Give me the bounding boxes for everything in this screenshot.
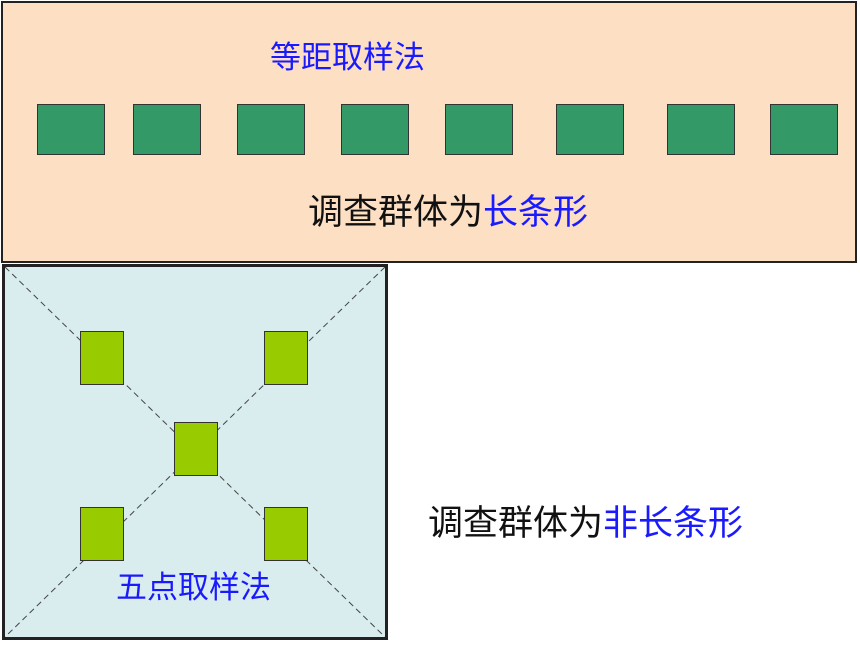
non-long-strip-caption-highlight: 非长条形 — [603, 504, 744, 544]
quadrat-bottom-right — [264, 507, 308, 561]
sample-strip-1 — [37, 104, 105, 155]
non-long-strip-caption: 调查群体为非长条形 — [428, 495, 743, 546]
long-strip-caption: 调查群体为长条形 — [308, 184, 588, 235]
sample-strip-6 — [556, 104, 624, 155]
quadrat-center — [174, 422, 218, 476]
sample-strip-7 — [667, 104, 735, 155]
quadrat-top-right — [264, 331, 308, 385]
sample-strip-3 — [237, 104, 305, 155]
sample-strip-2 — [133, 104, 201, 155]
long-strip-caption-highlight: 长条形 — [483, 193, 589, 233]
sample-strip-8 — [770, 104, 838, 155]
non-long-strip-caption-prefix: 调查群体为 — [428, 504, 604, 544]
quadrat-bottom-left — [80, 507, 124, 561]
quadrat-top-left — [80, 331, 124, 385]
long-strip-caption-prefix: 调查群体为 — [308, 193, 484, 233]
equal-interval-title: 等距取样法 — [270, 40, 425, 76]
sample-strip-4 — [341, 104, 409, 155]
sample-strip-5 — [445, 104, 513, 155]
five-point-title: 五点取样法 — [116, 570, 271, 606]
